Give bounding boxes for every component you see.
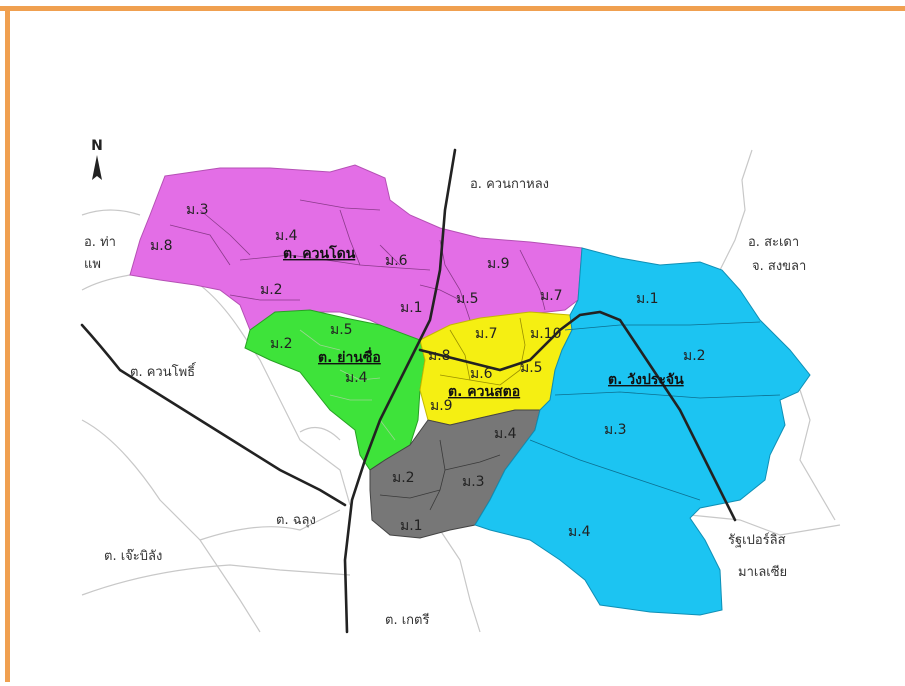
- region-wang-prachan[interactable]: [474, 247, 811, 616]
- outside-label-southeast2: มาเลเซีย: [738, 564, 787, 580]
- outside-label-west: ต. ควนโพธิ์: [130, 362, 197, 380]
- frame-top-border: [0, 6, 905, 11]
- village-label: ม.1: [636, 291, 659, 307]
- north-arrow: N: [91, 138, 103, 180]
- village-label: ม.7: [540, 288, 563, 304]
- outside-label-southwest1: ต. ฉลุง: [276, 513, 316, 528]
- village-label: ม.2: [260, 282, 283, 298]
- outside-label-northwest: อ. ท่า: [84, 235, 116, 250]
- village-label: ม.5: [330, 322, 353, 338]
- district-name-kuan-sato: ต. ควนสตอ: [448, 384, 520, 400]
- village-label: ม.4: [568, 524, 591, 540]
- wang-prachan-internal-boundaries: [529, 321, 781, 501]
- outside-label-northeast2: จ. สงขลา: [752, 259, 806, 274]
- village-label: ม.9: [487, 256, 510, 272]
- village-label: ม.2: [683, 348, 706, 364]
- district-name-yan-sue: ต. ย่านซื่อ: [318, 347, 381, 366]
- village-label: ม.8: [428, 348, 451, 364]
- village-label: ม.5: [520, 360, 543, 376]
- yan-sue-internal-boundaries: [299, 329, 396, 441]
- outside-label-south: ต. เกตรี: [385, 612, 429, 628]
- north-arrow-label: N: [91, 138, 103, 154]
- district-name-kuan-don: ต. ควนโดน: [283, 244, 356, 262]
- village-label: ม.2: [392, 470, 415, 486]
- kuan-don-internal-boundaries: [169, 199, 546, 321]
- outer-boundaries: [81, 149, 841, 633]
- village-label: ม.8: [150, 238, 173, 254]
- outside-label-north: อ. ควนกาหลง: [470, 177, 549, 192]
- district-name-wang-prachan: ต. วังประจัน: [608, 372, 684, 388]
- village-label: ม.2: [270, 336, 293, 352]
- grey-internal-boundaries: [379, 439, 501, 511]
- village-label: ม.1: [400, 300, 423, 316]
- roads: [80, 148, 737, 634]
- outside-label-southwest2: ต. เจ๊ะบิลัง: [104, 549, 162, 564]
- village-label: ม.3: [604, 422, 627, 438]
- outside-label-southeast1: รัฐเปอร์ลิส: [728, 532, 786, 548]
- village-label: ม.5: [456, 291, 479, 307]
- village-label: ม.1: [400, 518, 423, 534]
- village-label: ม.4: [494, 426, 517, 442]
- village-label: ม.4: [275, 228, 298, 244]
- outside-label-northeast1: อ. สะเดา: [748, 235, 799, 250]
- village-label: ม.6: [385, 253, 408, 269]
- village-label: ม.9: [430, 398, 453, 414]
- village-label: ม.10: [530, 326, 562, 342]
- village-label: ม.7: [475, 326, 498, 342]
- village-label: ม.3: [186, 202, 209, 218]
- village-label: ม.4: [345, 370, 368, 386]
- village-label: ม.3: [462, 474, 485, 490]
- frame-left-border: [5, 6, 10, 682]
- north-arrow-icon: [92, 155, 102, 180]
- outside-label-northwest2: แพ: [84, 257, 101, 272]
- village-label: ม.6: [470, 366, 493, 382]
